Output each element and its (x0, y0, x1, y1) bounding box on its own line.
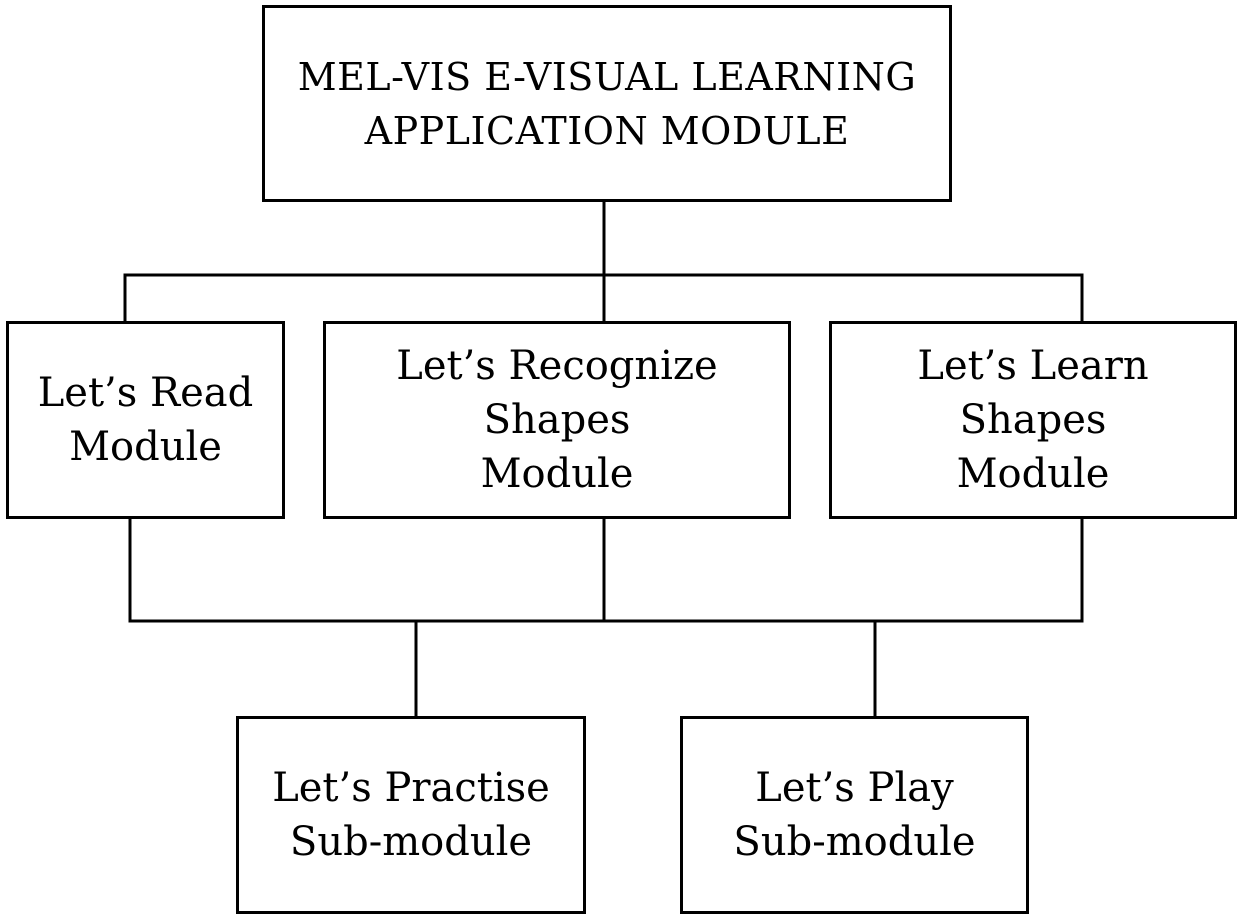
root-module-title-line1: MEL-VIS E-VISUAL LEARNING (297, 54, 917, 99)
lets-play-label-line1: Let’s Play (755, 765, 954, 811)
lets-read-module-box: Let’s Read Module (6, 321, 285, 519)
lets-read-label-line2: Module (69, 424, 222, 470)
lets-learn-shapes-module-box: Let’s Learn Shapes Module (829, 321, 1237, 519)
lets-recognize-label-line3: Module (480, 451, 634, 497)
lets-learn-label-line2: Shapes (959, 397, 1107, 443)
lets-learn-label-line1: Let’s Learn (917, 343, 1149, 389)
lets-play-submodule-box: Let’s Play Sub-module (680, 716, 1029, 914)
lets-play-label-line2: Sub-module (733, 819, 976, 865)
root-module-title-line2: APPLICATION MODULE (364, 108, 850, 153)
lets-practise-label-line1: Let’s Practise (272, 765, 550, 811)
lets-recognize-label-line2: Shapes (483, 397, 631, 443)
lets-practise-label-line2: Sub-module (289, 819, 533, 865)
lets-read-label-line1: Let’s Read (37, 370, 254, 416)
lets-practise-submodule-box: Let’s Practise Sub-module (236, 716, 586, 914)
root-module-box: MEL-VIS E-VISUAL LEARNING APPLICATION MO… (262, 5, 952, 202)
lets-learn-label-line3: Module (956, 451, 1110, 497)
lets-recognize-label-line1: Let’s Recognize (396, 343, 718, 389)
lets-recognize-shapes-module-box: Let’s Recognize Shapes Module (323, 321, 791, 519)
